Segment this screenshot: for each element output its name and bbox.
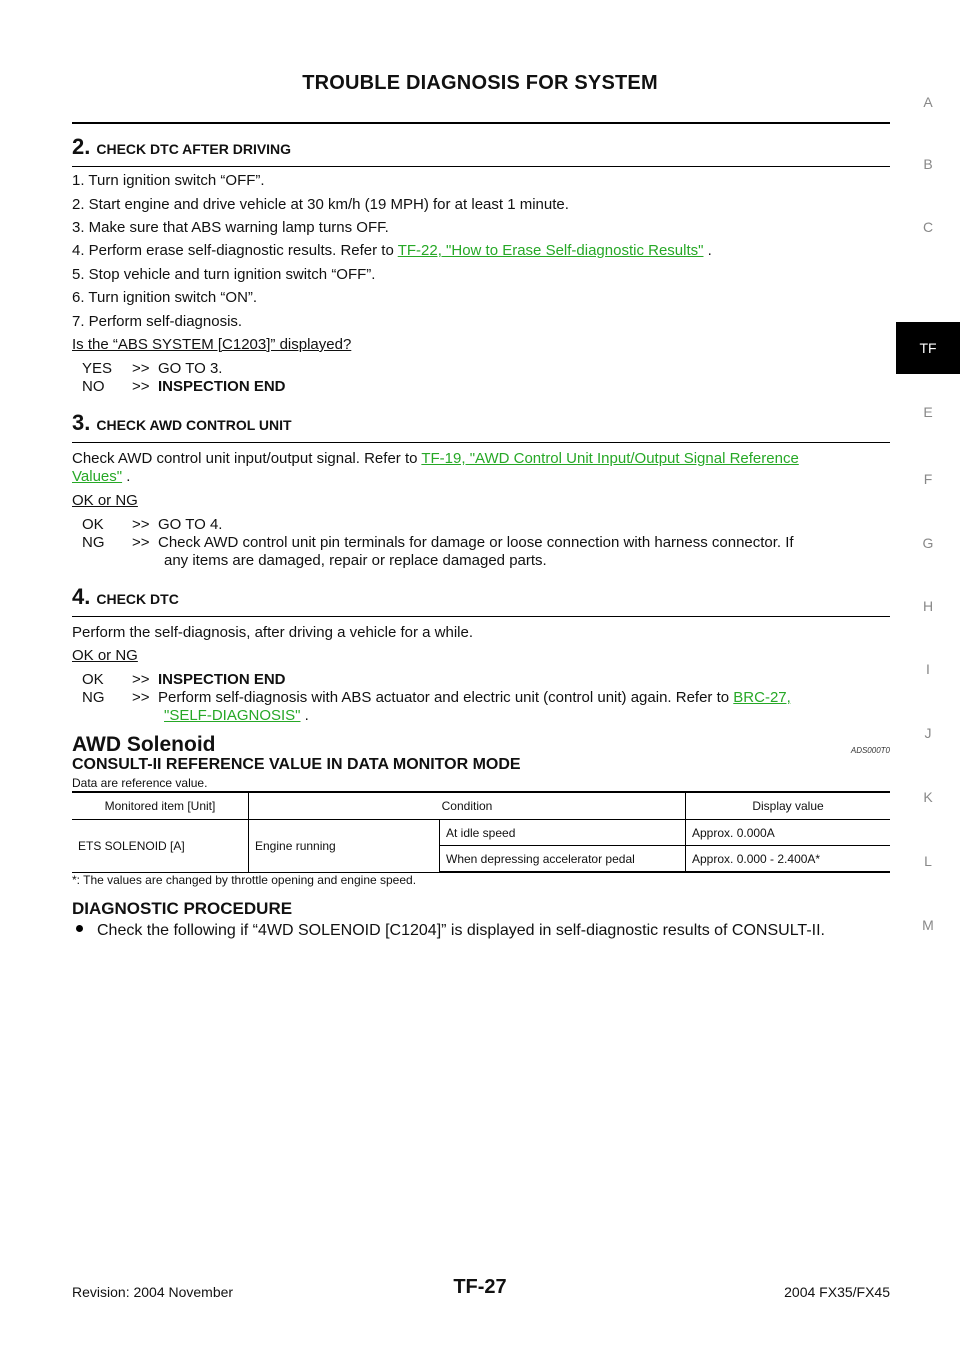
step4-question: OK or NG [72, 647, 138, 664]
step2-item-4-text: 4. Perform erase self-diagnostic results… [72, 242, 394, 259]
cell-value-pedal: Approx. 0.000 - 2.400A* [685, 845, 890, 873]
step2-question: Is the “ABS SYSTEM [C1203]” displayed? [72, 336, 352, 353]
step3-tail: . [122, 468, 131, 485]
step3-question: OK or NG [72, 492, 138, 509]
table-header-row: Monitored item [Unit] Condition Display … [72, 791, 890, 820]
step2-no-key: NO [82, 378, 105, 395]
step4-ok-key: OK [82, 671, 104, 688]
step2-item-3: 3. Make sure that ABS warning lamp turns… [72, 219, 389, 236]
side-index-tf-active[interactable]: TF [896, 322, 960, 374]
side-index-k[interactable]: K [923, 789, 933, 805]
diag-title: DIAGNOSTIC PROCEDURE [72, 899, 293, 918]
side-index-e[interactable]: E [923, 404, 933, 420]
step3-ng-text-2: any items are damaged, repair or replace… [164, 552, 547, 569]
step3-ng-line: NG >> Check AWD control unit pin terminals… [82, 533, 890, 552]
step4-ng-text-1: Perform self-diagnosis with ABS actuator… [158, 689, 734, 706]
step2-no-arrow: >> [132, 378, 150, 395]
section-code: ADS000T0 [850, 746, 890, 755]
side-index-c[interactable]: C [922, 219, 934, 235]
step3-title: CHECK AWD CONTROL UNIT [96, 417, 292, 433]
page-title: TROUBLE DIAGNOSIS FOR SYSTEM [302, 72, 658, 94]
step4-ng-line-2: "SELF-DIAGNOSIS" . [164, 706, 309, 725]
header-display-value: Display value [685, 791, 890, 820]
step2-item-2: 2. Start engine and drive vehicle at 30 … [72, 196, 569, 213]
step4-ng-line: NG >> Perform self-diagnosis with ABS actu… [82, 688, 791, 707]
step4-title: CHECK DTC [96, 591, 179, 607]
section-title: AWD Solenoid [72, 733, 216, 756]
header-condition: Condition [248, 791, 686, 820]
cell-condition-pedal: When depressing accelerator pedal [439, 845, 686, 873]
step2-number: 2. [72, 134, 91, 159]
side-index-h[interactable]: H [922, 598, 934, 614]
footer-page-code: TF-27 [453, 1276, 507, 1298]
step3-heading: 3. CHECK AWD CONTROL UNIT [72, 410, 890, 443]
step2-item-4-link[interactable]: TF-22, "How to Erase Self-diagnostic Res… [397, 242, 704, 259]
footer-revision: Revision: 2004 November [72, 1284, 234, 1300]
footer-model: 2004 FX35/FX45 [784, 1284, 890, 1300]
step3-ok-key: OK [82, 516, 104, 533]
table-row: ETS SOLENOID [A] Engine running At idle … [72, 819, 890, 873]
step3-ng-text-1: Check AWD control unit pin terminals for… [158, 534, 794, 551]
step2-yes-text: GO TO 3. [158, 360, 223, 377]
step4-number: 4. [72, 584, 91, 609]
reference-value-table: Monitored item [Unit] Condition Display … [72, 791, 890, 873]
section-subtitle: CONSULT-II REFERENCE VALUE IN DATA MONIT… [72, 756, 521, 773]
step2-item-6: 6. Turn ignition switch “ON”. [72, 289, 258, 306]
side-index-m[interactable]: M [922, 917, 934, 933]
cell-condition-main: Engine running [248, 819, 440, 873]
side-index-a[interactable]: A [923, 94, 933, 110]
step2-title: CHECK DTC AFTER DRIVING [96, 141, 292, 157]
step3-ok-text: GO TO 4. [158, 516, 223, 533]
step3-number: 3. [72, 410, 91, 435]
step4-ok-arrow: >> [132, 671, 150, 688]
cell-item: ETS SOLENOID [A] [72, 819, 249, 873]
side-index-l[interactable]: L [924, 853, 932, 869]
step2-no-text: INSPECTION END [158, 378, 286, 395]
side-index-f[interactable]: F [923, 471, 933, 487]
side-index-b[interactable]: B [923, 156, 933, 172]
step4-heading: 4. CHECK DTC [72, 584, 890, 617]
diag-bullet: Check the following if “4WD SOLENOID [C1… [76, 922, 825, 940]
step3-ng-key: NG [82, 534, 105, 551]
step3-ng-arrow: >> [132, 534, 150, 551]
step3-text-line-2: Values" . [72, 467, 130, 487]
cell-value-idle: Approx. 0.000A [685, 819, 890, 846]
side-index: A B C TF E F G H I J K L M [896, 0, 960, 1358]
step3-text: Check AWD control unit input/output sign… [72, 450, 422, 467]
title-rule [72, 122, 890, 124]
side-index-g[interactable]: G [922, 535, 934, 551]
step3-link-part2[interactable]: Values" [72, 468, 123, 485]
cell-condition-idle: At idle speed [439, 819, 686, 846]
step4-text: Perform the self-diagnosis, after drivin… [72, 624, 474, 641]
step4-ng-link-part2[interactable]: "SELF-DIAGNOSIS" [164, 707, 301, 724]
step4-ng-arrow: >> [132, 689, 150, 706]
step4-ok-text: INSPECTION END [158, 671, 286, 688]
step3-link-part1[interactable]: TF-19, "AWD Control Unit Input/Output Si… [421, 450, 799, 467]
step2-item-4: 4. Perform erase self-diagnostic results… [72, 241, 712, 261]
step2-yes-line: YES >> GO TO 3. [82, 359, 222, 378]
step4-ng-link-part1[interactable]: BRC-27, [733, 689, 791, 706]
step2-item-4-tail: . [703, 242, 712, 259]
side-index-i[interactable]: I [926, 661, 930, 677]
step2-item-7: 7. Perform self-diagnosis. [72, 313, 243, 330]
step4-ng-tail: . [300, 707, 309, 724]
step3-text-line: Check AWD control unit input/output sign… [72, 449, 799, 469]
step2-heading: 2. CHECK DTC AFTER DRIVING [72, 134, 890, 167]
step2-yes-key: YES [82, 360, 113, 377]
section-note: Data are reference value. [72, 776, 208, 790]
table-row: When depressing accelerator pedal Approx… [72, 845, 890, 873]
table-footnote: *: The values are changed by throttle op… [72, 873, 417, 887]
step2-item-1: 1. Turn ignition switch “OFF”. [72, 172, 265, 189]
step3-ok-line: OK >> GO TO 4. [82, 515, 222, 534]
step4-ng-key: NG [82, 689, 105, 706]
step2-no-line: NO >> INSPECTION END [82, 377, 286, 396]
bullet-icon [76, 925, 83, 933]
step2-item-5: 5. Stop vehicle and turn ignition switch… [72, 266, 376, 283]
step3-ok-arrow: >> [132, 516, 150, 533]
header-monitored-item: Monitored item [Unit] [72, 791, 249, 820]
diag-bullet-text: Check the following if “4WD SOLENOID [C1… [97, 922, 825, 939]
step2-yes-arrow: >> [132, 360, 150, 377]
side-index-j[interactable]: J [924, 725, 932, 741]
step4-ok-line: OK >> INSPECTION END [82, 670, 286, 689]
